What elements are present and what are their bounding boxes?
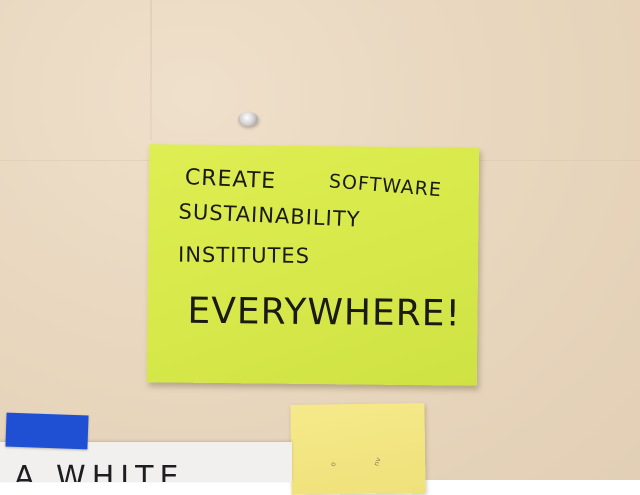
note-line-everywhere: EVERYWHERE! [187, 290, 462, 335]
wall-seam [150, 0, 152, 140]
note-line-sustainability: SUSTAINABILITY [178, 199, 361, 232]
note-word-create: CREATE [184, 165, 277, 195]
pushpin [238, 112, 258, 126]
paper-sign-text: A WHITE [14, 460, 185, 482]
note-word-software: SOFTWARE [328, 170, 443, 202]
sticky-note-small: o nv [290, 403, 426, 495]
small-note-scribble: nv [372, 456, 383, 468]
blue-tape [5, 412, 89, 450]
note-line-institutes: INSTITUTES [177, 242, 311, 268]
paper-sign: A WHITE [0, 442, 292, 482]
small-note-scribble: o [328, 461, 338, 468]
sticky-note-main: CREATE SOFTWARE SUSTAINABILITY INSTITUTE… [146, 144, 480, 386]
